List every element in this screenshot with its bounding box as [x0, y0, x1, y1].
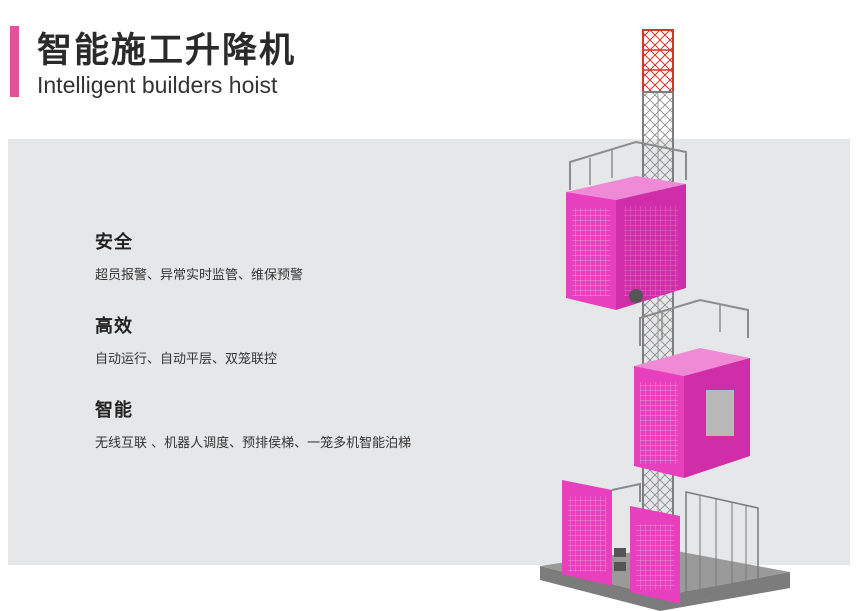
- feature-efficiency: 高效 自动运行、自动平层、双笼联控: [95, 312, 277, 367]
- mast-section: [642, 91, 674, 563]
- feature-description: 自动运行、自动平层、双笼联控: [95, 352, 278, 367]
- title-accent-bar: [10, 26, 19, 97]
- feature-title: 智能: [95, 400, 133, 421]
- feature-title: 高效: [95, 316, 133, 337]
- mast-top-section: [642, 29, 674, 93]
- page-subtitle: Intelligent builders hoist: [37, 72, 278, 98]
- upper-cage: [566, 140, 687, 310]
- feature-intelligence: 智能 无线互联 、机器人调度、预排侯梯、一笼多机智能泊梯: [95, 396, 411, 451]
- feature-description: 超员报警、异常实时监管、维保预警: [95, 268, 304, 283]
- lower-cage: [634, 298, 750, 478]
- feature-title: 安全: [95, 232, 133, 253]
- ground-enclosure: [562, 480, 759, 604]
- feature-description: 无线互联 、机器人调度、预排侯梯、一笼多机智能泊梯: [95, 436, 412, 451]
- feature-safety: 安全 超员报警、异常实时监管、维保预警: [95, 228, 303, 283]
- page-title: 智能施工升降机: [37, 31, 297, 71]
